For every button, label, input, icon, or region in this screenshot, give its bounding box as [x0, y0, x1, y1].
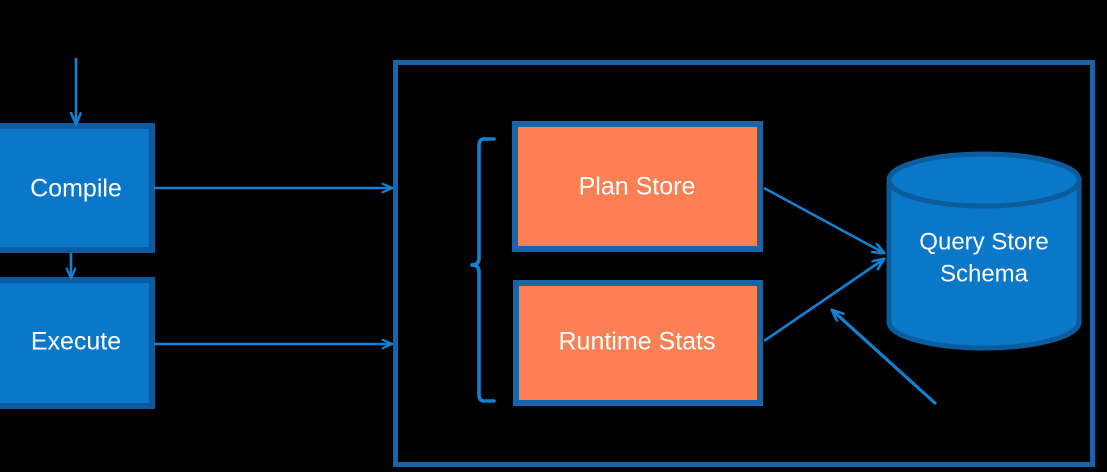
node-compile[interactable]: Compile: [0, 123, 155, 253]
node-query-store-schema-label-line2: Schema: [940, 260, 1029, 287]
node-query-store-schema-label-line1: Query Store: [919, 228, 1048, 255]
node-compile-label: Compile: [30, 175, 122, 203]
connector-plan-store-to-schema: [763, 186, 884, 253]
query-store-boundary: [393, 60, 1095, 467]
node-plan-store[interactable]: Plan Store: [512, 121, 763, 252]
node-plan-store-label: Plan Store: [579, 173, 696, 201]
node-query-store-schema[interactable]: Query Store Schema: [886, 151, 1082, 351]
node-execute-label: Execute: [31, 328, 121, 356]
connector-external-to-schema: [832, 310, 938, 406]
node-execute[interactable]: Execute: [0, 277, 155, 409]
node-runtime-stats-label: Runtime Stats: [558, 328, 715, 356]
grouping-bracket: [470, 137, 496, 403]
connector-runtime-stats-to-schema: [763, 259, 884, 343]
node-runtime-stats[interactable]: Runtime Stats: [513, 280, 763, 406]
